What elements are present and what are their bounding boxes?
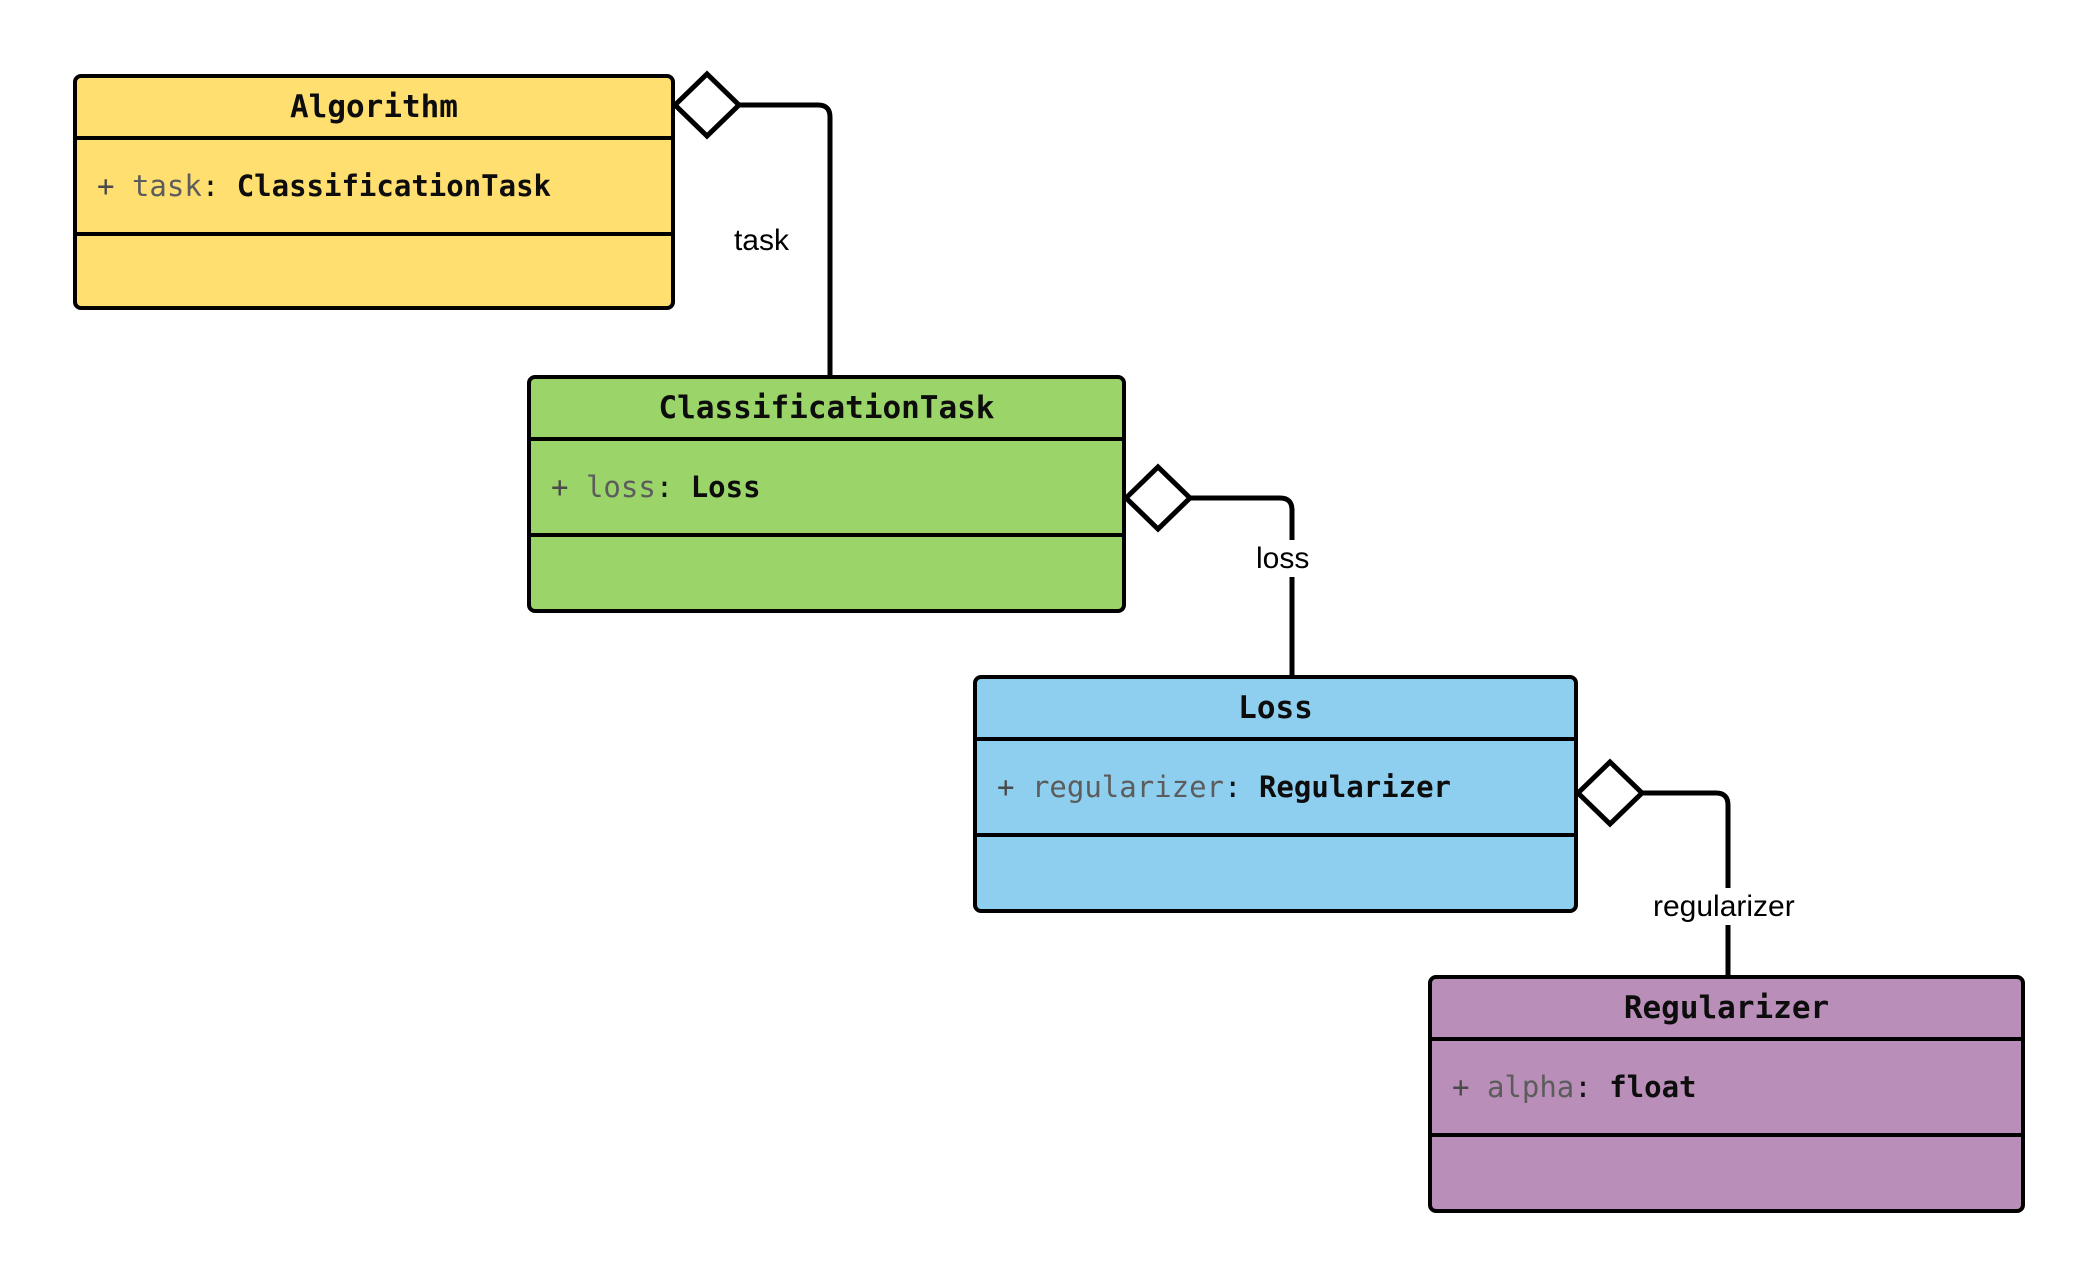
- attribute-type: ClassificationTask: [236, 168, 551, 203]
- attribute-name: regularizer: [1031, 769, 1224, 804]
- uml-attribute-row: + alpha: float: [1452, 1069, 1697, 1104]
- edge-regularizer: [1574, 758, 1731, 975]
- uml-class-header: Regularizer: [1432, 979, 2021, 1041]
- aggregation-diamond-icon: [1574, 758, 1646, 828]
- attribute-separator: :: [1224, 769, 1242, 804]
- uml-class-header: ClassificationTask: [531, 379, 1122, 441]
- attribute-name: task: [131, 168, 202, 203]
- aggregation-diamond-icon: [1122, 463, 1194, 533]
- uml-class-header: Loss: [977, 679, 1574, 741]
- uml-class-classification-task[interactable]: ClassificationTask + loss: Loss: [527, 375, 1126, 613]
- attribute-visibility: +: [997, 769, 1015, 804]
- uml-class-name: ClassificationTask: [658, 390, 995, 426]
- uml-class-name: Regularizer: [1623, 990, 1830, 1026]
- aggregation-diamond-icon: [671, 70, 743, 140]
- attribute-visibility: +: [551, 469, 569, 504]
- attribute-separator: :: [201, 168, 220, 203]
- uml-class-algorithm[interactable]: Algorithm + task: ClassificationTask: [73, 74, 675, 310]
- edge-loss-line: [1190, 495, 1295, 675]
- uml-attribute-row: + regularizer: Regularizer: [997, 769, 1451, 804]
- uml-class-loss[interactable]: Loss + regularizer: Regularizer: [973, 675, 1578, 913]
- edge-label-regularizer: regularizer: [1649, 888, 1799, 925]
- attribute-visibility: +: [97, 168, 115, 203]
- uml-attribute-row: + loss: Loss: [551, 469, 761, 504]
- uml-attributes-compartment: + alpha: float: [1432, 1041, 2021, 1137]
- edge-regularizer-line: [1642, 790, 1731, 975]
- attribute-separator: :: [655, 469, 674, 504]
- uml-class-regularizer[interactable]: Regularizer + alpha: float: [1428, 975, 2025, 1213]
- uml-attributes-compartment: + loss: Loss: [531, 441, 1122, 537]
- attribute-name: alpha: [1486, 1069, 1575, 1104]
- edge-label-task: task: [729, 222, 793, 259]
- uml-class-name: Algorithm: [290, 89, 458, 125]
- attribute-name: loss: [585, 469, 656, 504]
- attribute-visibility: +: [1452, 1069, 1470, 1104]
- uml-attributes-compartment: + regularizer: Regularizer: [977, 741, 1574, 837]
- attribute-type: Loss: [690, 469, 761, 504]
- attribute-type: float: [1609, 1069, 1697, 1104]
- edge-label-loss: loss: [1252, 540, 1314, 577]
- uml-attributes-compartment: + task: ClassificationTask: [77, 140, 671, 236]
- uml-attribute-row: + task: ClassificationTask: [97, 168, 551, 203]
- attribute-separator: :: [1574, 1069, 1592, 1104]
- attribute-type: Regularizer: [1258, 769, 1451, 804]
- uml-class-header: Algorithm: [77, 78, 671, 140]
- uml-class-name: Loss: [1238, 690, 1313, 726]
